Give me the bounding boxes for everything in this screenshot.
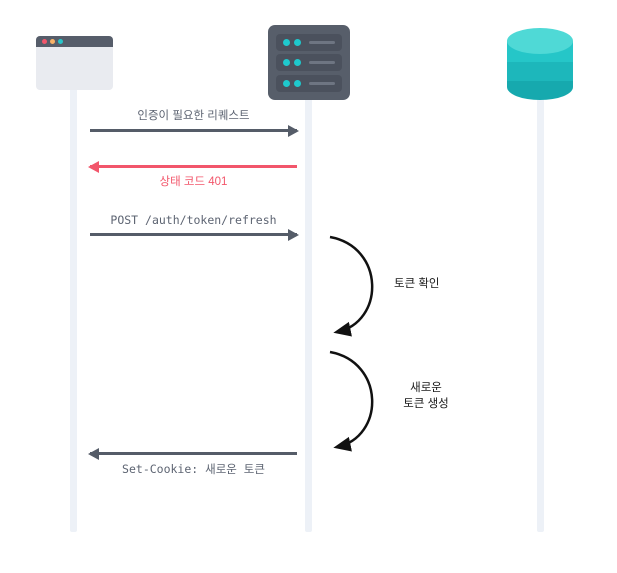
server-vent-line <box>309 40 335 44</box>
window-dot-red-icon <box>42 39 47 44</box>
message-post-refresh-label: POST /auth/token/refresh <box>110 213 277 227</box>
server-led-icon <box>283 79 290 87</box>
server-lifeline <box>305 98 312 532</box>
server-rack-row <box>276 33 342 51</box>
server-vent-line <box>309 81 335 85</box>
self-loop-generate-token-label-line1: 새로운 <box>410 382 442 394</box>
self-loop-verify-token <box>329 235 374 337</box>
server-led-icon <box>283 38 290 46</box>
arrow-right <box>90 124 299 137</box>
server-icon <box>268 25 350 100</box>
arrowhead-left-icon <box>88 160 99 173</box>
server-led-icon <box>283 59 290 66</box>
arrowhead-left-icon <box>88 447 99 460</box>
arrowhead-right-icon <box>288 124 299 137</box>
message-auth-request-label: 인증이 필요한 리퀘스트 <box>137 110 250 122</box>
server-rack-row <box>276 74 342 92</box>
message-set-cookie: Set-Cookie: 새로운 토큰 <box>88 447 297 476</box>
server-led-icon <box>294 59 301 66</box>
database-icon <box>507 28 573 100</box>
arrow-left <box>88 447 297 460</box>
database-cylinder-top <box>507 28 573 54</box>
server-led-icon <box>294 38 301 46</box>
self-loop-generate-token <box>329 350 374 452</box>
message-auth-request: 인증이 필요한 리퀘스트 <box>90 109 299 137</box>
window-dot-orange-icon <box>50 39 55 44</box>
window-dot-teal-icon <box>58 39 63 44</box>
message-status-401: 상태 코드 401 <box>88 160 297 189</box>
server-led-icon <box>294 79 301 87</box>
message-status-401-label: 상태 코드 401 <box>159 176 228 188</box>
arrow-left-red <box>88 160 297 173</box>
server-vent-line <box>309 61 335 64</box>
arrowhead-right-icon <box>288 228 299 241</box>
browser-lifeline <box>70 88 77 532</box>
self-loop-generate-token-label-line2: 토큰 생성 <box>403 398 449 410</box>
server-rack-row <box>276 54 342 71</box>
message-post-refresh: POST /auth/token/refresh <box>90 213 299 241</box>
browser-titlebar <box>36 36 113 47</box>
browser-window-icon <box>36 36 113 90</box>
message-set-cookie-label: Set-Cookie: 새로운 토큰 <box>122 462 265 476</box>
database-lifeline <box>537 98 544 532</box>
self-loop-generate-token-label: 새로운 토큰 생성 <box>388 380 464 412</box>
self-loop-verify-token-label: 토큰 확인 <box>394 278 440 290</box>
arrow-right <box>90 228 299 241</box>
